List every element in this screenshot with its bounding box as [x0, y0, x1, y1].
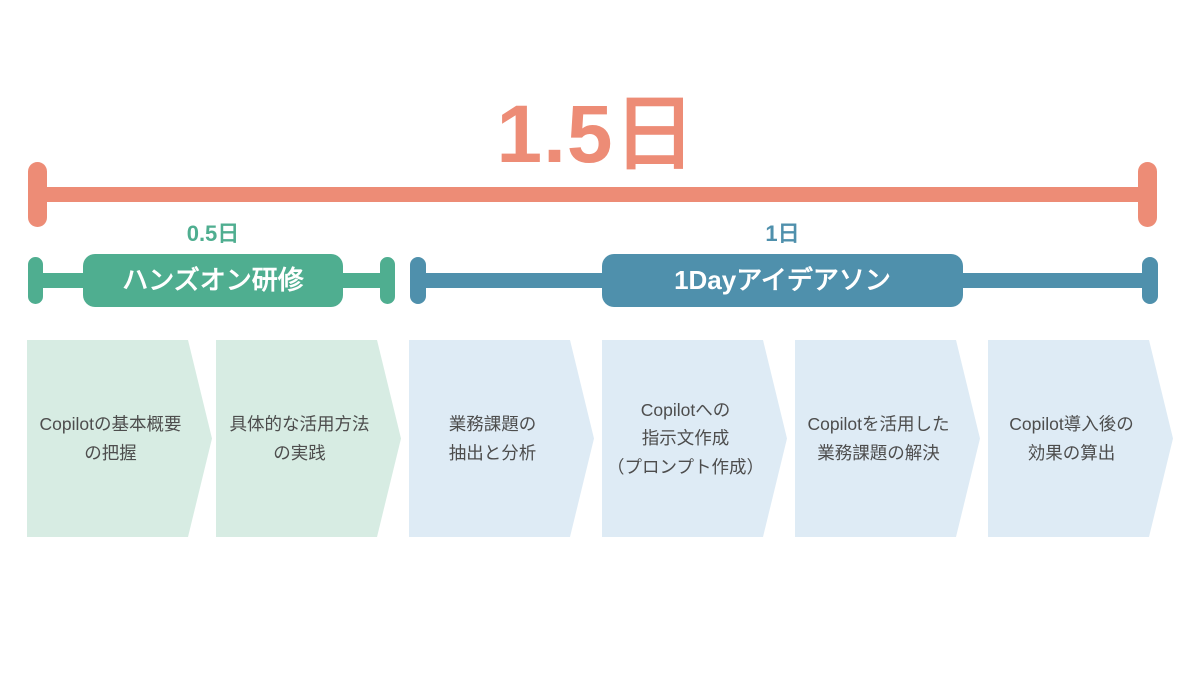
- step-text-6: Copilot導入後の 効果の算出: [1009, 414, 1134, 463]
- total-duration-title: 1.5日: [496, 89, 697, 180]
- phase-ideathon-right-cap: [1142, 257, 1158, 304]
- step-text-3: 業務課題の 抽出と分析: [448, 414, 537, 463]
- phase-hands-on-left-cap: [28, 257, 43, 304]
- phase-hands-on-right-cap: [380, 257, 395, 304]
- step-chevron-4: Copilotへの 指示文作成 （プロンプト作成）: [602, 340, 787, 537]
- step-text-2: 具体的な活用方法 の実践: [229, 414, 370, 463]
- step-chevron-2: 具体的な活用方法 の実践: [216, 340, 401, 537]
- step-chevron-5: Copilotを活用した 業務課題の解決: [795, 340, 980, 537]
- total-bracket-right-cap: [1138, 162, 1157, 227]
- step-chevron-6: Copilot導入後の 効果の算出: [988, 340, 1173, 537]
- phase-hands-on-line-right: [335, 273, 388, 288]
- phase-hands-on-line-left: [36, 273, 91, 288]
- step-chevron-1: Copilotの基本概要 の把握: [27, 340, 212, 537]
- step-text-5: Copilotを活用した 業務課題の解決: [807, 414, 950, 463]
- phase-hands-on-duration: 0.5日: [186, 221, 240, 246]
- phase-ideathon-line-left: [419, 273, 609, 288]
- total-bracket-bar: [37, 187, 1148, 202]
- phase-hands-on-label-box: ハンズオン研修: [83, 254, 343, 307]
- step-text-1: Copilotの基本概要 の把握: [39, 414, 182, 463]
- total-bracket-left-cap: [28, 162, 47, 227]
- phase-ideathon-line-right: [955, 273, 1147, 288]
- phase-ideathon-label-box: 1Dayアイデアソン: [602, 254, 963, 307]
- step-chevron-3: 業務課題の 抽出と分析: [409, 340, 594, 537]
- step-text-4: Copilotへの 指示文作成 （プロンプト作成）: [607, 399, 764, 477]
- phase-ideathon-duration: 1日: [765, 221, 800, 246]
- phase-ideathon-left-cap: [410, 257, 426, 304]
